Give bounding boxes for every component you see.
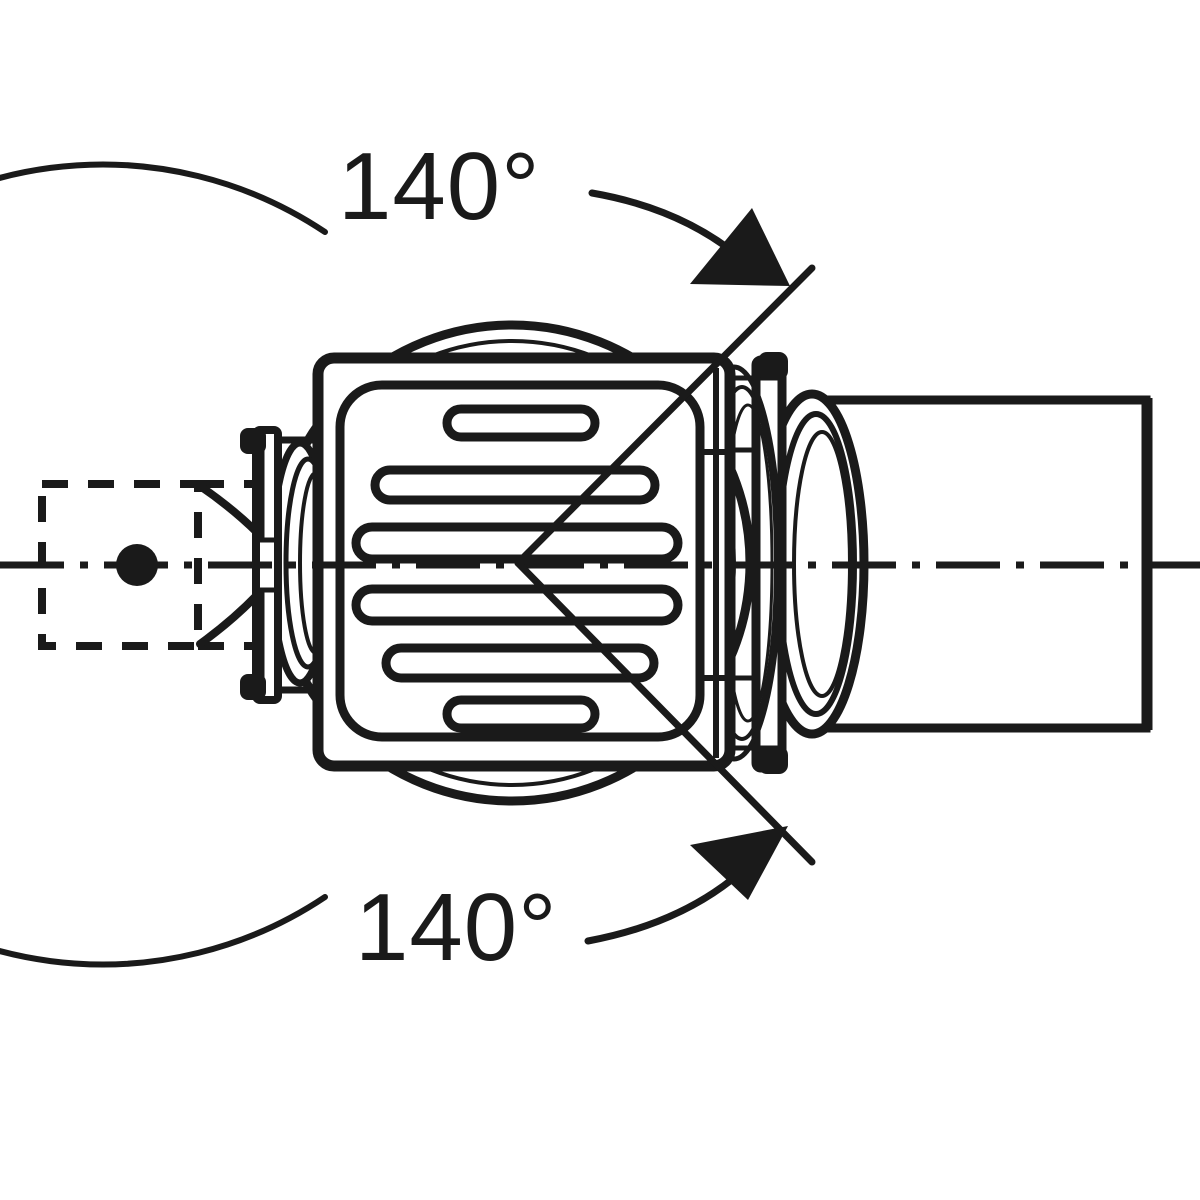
slot-1 — [442, 404, 600, 442]
swivel-limit-lower — [514, 559, 816, 866]
right-flange-bolt-bottom — [758, 746, 788, 774]
left-flange-bolt-top — [240, 428, 266, 454]
housing-right-frame — [700, 368, 730, 758]
swivel-range-arc — [0, 161, 328, 968]
slot-5 — [381, 643, 659, 683]
right-flange-bolt-top — [758, 352, 788, 380]
slot-4 — [351, 584, 683, 626]
slot-2 — [370, 465, 660, 505]
swivel-limit-upper — [514, 264, 816, 567]
angle-label-top: 140° — [338, 133, 541, 240]
arrowhead-top-icon — [690, 208, 790, 286]
slot-3 — [351, 522, 683, 564]
rotation-pivot — [116, 544, 158, 586]
arrowhead-bottom-icon — [690, 826, 788, 900]
angle-label-bottom: 140° — [355, 874, 558, 981]
left-flange-detail — [259, 440, 282, 690]
slot-6 — [442, 695, 600, 733]
left-flange-bolt-bottom — [240, 674, 266, 700]
